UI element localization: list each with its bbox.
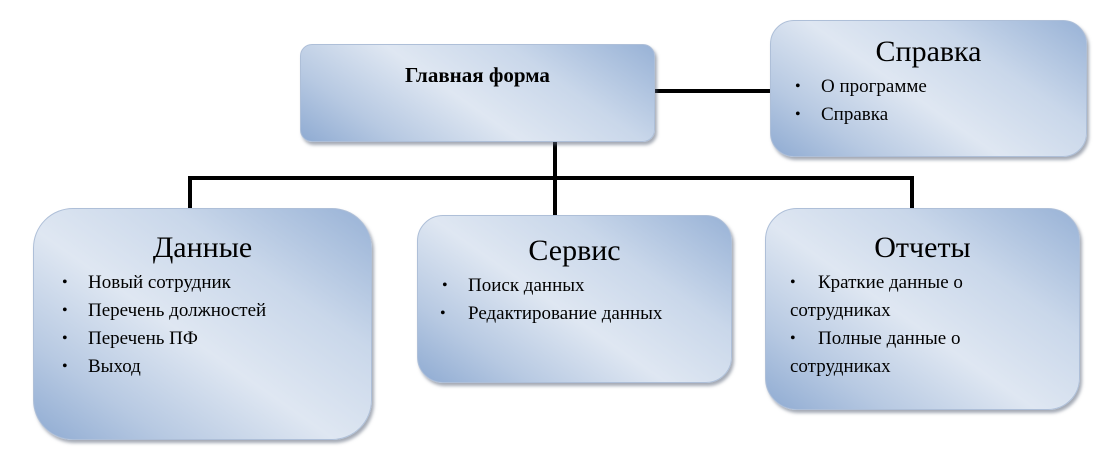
- data-node: Данные Новый сотрудник Перечень должност…: [33, 208, 372, 440]
- list-item: Перечень ПФ: [60, 325, 371, 353]
- list-item: Редактирование данных: [440, 300, 670, 328]
- reports-title: Отчеты: [874, 231, 971, 264]
- service-title: Сервис: [528, 234, 621, 267]
- reports-node: Отчеты Краткие данные о сотрудниках Полн…: [765, 208, 1080, 410]
- list-item: Справка: [793, 101, 1086, 129]
- help-node: Справка О программе Справка: [770, 20, 1087, 157]
- main-form-node: Главная форма: [300, 44, 655, 142]
- service-node: Сервис Поиск данных Редактирование данны…: [417, 215, 732, 383]
- connector-main-help: [655, 89, 771, 93]
- list-item: Полные данные о сотрудниках: [790, 325, 1040, 381]
- list-item: Выход: [60, 353, 371, 381]
- connector-data: [188, 176, 192, 209]
- main-form-title: Главная форма: [405, 63, 550, 87]
- list-item: Поиск данных: [440, 272, 670, 300]
- list-item: О программе: [793, 73, 1086, 101]
- connector-horizontal: [188, 176, 914, 180]
- reports-list: Краткие данные о сотрудниках Полные данн…: [790, 269, 1040, 381]
- data-list: Новый сотрудник Перечень должностей Пере…: [60, 269, 371, 381]
- help-title: Справка: [875, 35, 982, 68]
- list-item: Новый сотрудник: [60, 269, 371, 297]
- service-list: Поиск данных Редактирование данных: [440, 272, 670, 328]
- list-item: Краткие данные о сотрудниках: [790, 269, 1040, 325]
- data-title: Данные: [152, 231, 253, 264]
- help-list: О программе Справка: [793, 73, 1086, 129]
- connector-reports: [910, 176, 914, 209]
- list-item: Перечень должностей: [60, 297, 371, 325]
